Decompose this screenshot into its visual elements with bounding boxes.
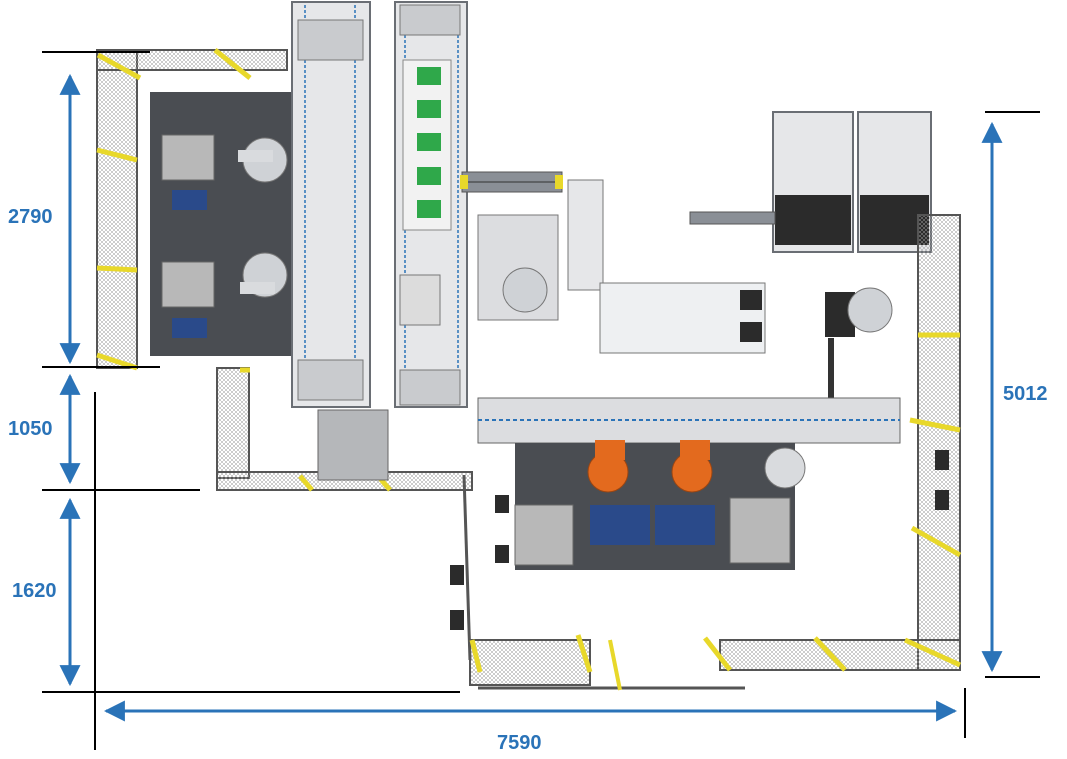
- industrial-robot-icon: [240, 252, 288, 298]
- dimension-label-1620: 1620: [12, 580, 57, 602]
- industrial-robot-icon: [825, 287, 893, 408]
- dimension-lines: [42, 51, 1040, 750]
- dimension-label-5012: 5012: [1003, 383, 1048, 405]
- industrial-robot-icon: [238, 137, 288, 183]
- industrial-robot-icon: [671, 440, 713, 493]
- dimension-label-1050: 1050: [8, 418, 53, 440]
- right-safety-fence: [450, 214, 962, 691]
- bottom-robot-cell: [477, 397, 901, 570]
- middle-station: [477, 179, 766, 354]
- industrial-robot-icon: [764, 447, 806, 489]
- storage-rack-icon: [689, 111, 932, 253]
- industrial-robot-icon: [502, 267, 548, 313]
- dimension-label-2790: 2790: [8, 206, 53, 228]
- left-robot-cell: [150, 92, 295, 356]
- industrial-robot-icon: [587, 440, 629, 493]
- storage-rack-icon: [291, 1, 468, 481]
- dimension-label-7590: 7590: [497, 732, 542, 754]
- green-fixtures: [417, 67, 441, 218]
- left-safety-fence: [96, 48, 473, 492]
- conveyor-icon: [460, 171, 563, 193]
